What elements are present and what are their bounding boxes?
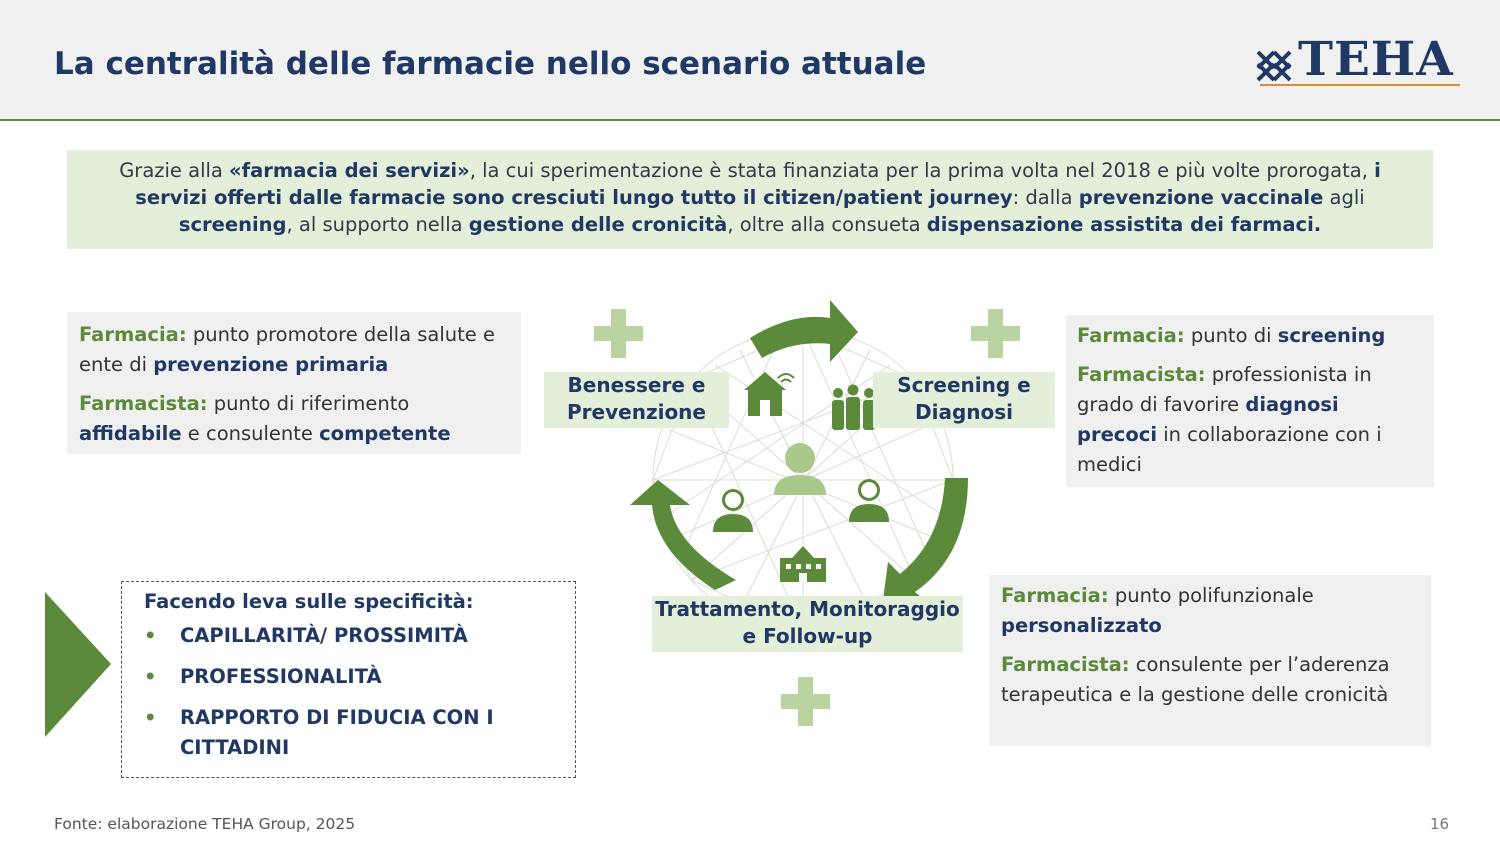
text-segment: in collaborazione con i medici <box>1077 423 1382 476</box>
text-segment: Farmacista: <box>1077 363 1206 386</box>
person-icon <box>774 443 826 495</box>
text-segment: professionista in grado di favorire <box>1077 363 1372 416</box>
intro-segment: i servizi offerti dalle farmacie sono cr… <box>135 159 1381 209</box>
text-segment: Farmacia: <box>1077 324 1185 347</box>
page-number: 16 <box>1430 815 1450 833</box>
screening-info-box: Farmacia: punto di screening Farmacista:… <box>1066 315 1434 487</box>
text-segment: screening <box>1277 324 1386 347</box>
text-segment: prevenzione primaria <box>153 353 389 376</box>
intro-segment: «farmacia dei servizi» <box>229 159 470 182</box>
logo-underline <box>1260 84 1460 86</box>
lever-item: •RAPPORTO DI FIDUCIA CON I CITTADINI <box>144 703 575 763</box>
intro-segment: : dalla <box>1012 186 1079 209</box>
stage-treatment-label: Trattamento, Monitoraggio e Follow-up <box>652 596 963 652</box>
doctor-icon <box>713 489 753 532</box>
text-segment: e consulente <box>181 422 320 445</box>
text-segment: personalizzato <box>1001 614 1162 637</box>
lever-item: •PROFESSIONALITÀ <box>144 662 575 692</box>
text-segment: diagnosi precoci <box>1077 393 1339 446</box>
text-segment: Farmacia: <box>1001 584 1109 607</box>
intro-segment: Grazie alla <box>119 159 230 182</box>
lever-item: •CAPILLARITÀ/ PROSSIMITÀ <box>144 621 575 651</box>
levers-title: Facendo leva sulle specificità: <box>144 590 474 613</box>
arrow-prevention-to-screening <box>750 300 858 362</box>
arrow-treatment-to-prevention <box>630 480 736 590</box>
intro-box: Grazie alla «farmacia dei servizi», la c… <box>67 150 1433 249</box>
intro-segment: , la cui sperimentazione è stata finanzi… <box>469 159 1375 182</box>
intro-segment: dispensazione assistita dei farmaci. <box>926 213 1322 236</box>
bullet-icon: • <box>144 706 157 729</box>
house-icon <box>744 372 795 416</box>
cross-icon <box>779 675 832 728</box>
header: La centralità delle farmacie nello scena… <box>0 0 1500 121</box>
pointer-triangle-icon <box>45 592 111 737</box>
prevention-pharmacy-text: Farmacia: punto promotore della salute e… <box>79 320 509 380</box>
arrow-screening-to-treatment <box>882 478 968 608</box>
text-segment: punto promotore della salute e ente di <box>79 323 495 376</box>
page-title: La centralità delle farmacie nello scena… <box>54 46 927 82</box>
family-icon <box>832 384 875 430</box>
intro-segment: , oltre alla consueta <box>727 213 927 236</box>
bullet-icon: • <box>144 624 157 647</box>
text-segment: punto di <box>1184 324 1278 347</box>
screening-pharmacy-text: Farmacia: punto di screening <box>1077 321 1423 351</box>
text-segment: punto di riferimento <box>207 392 410 415</box>
hospital-icon <box>780 546 826 582</box>
treatment-info-box: Farmacia: punto polifunzionale personali… <box>989 575 1431 746</box>
intro-segment: gestione delle cronicità <box>468 213 728 236</box>
intro-segment: agli <box>1323 186 1365 209</box>
stage-prevention-label: Benessere e Prevenzione <box>544 372 729 428</box>
text-segment: competente <box>319 422 451 445</box>
intro-segment: screening <box>178 213 287 236</box>
screening-pharmacist-text: Farmacista: professionista in grado di f… <box>1077 360 1423 480</box>
text-segment: Farmacista: <box>79 392 208 415</box>
intro-segment: prevenzione vaccinale <box>1078 186 1324 209</box>
teha-logo: TEHA <box>1252 32 1464 90</box>
cross-icon <box>969 307 1022 360</box>
patient-journey-diagram <box>592 300 1022 728</box>
stage-screening-label: Screening e Diagnosi <box>873 372 1055 428</box>
logo-text: TEHA <box>1298 32 1454 87</box>
teha-emblem-icon <box>1256 50 1292 82</box>
text-segment: Farmacia: <box>79 323 187 346</box>
text-segment: punto polifunzionale <box>1108 584 1314 607</box>
source-note: Fonte: elaborazione TEHA Group, 2025 <box>54 815 356 833</box>
treatment-pharmacist-text: Farmacista: consulente per l’aderenza te… <box>1001 650 1419 710</box>
levers-box: Facendo leva sulle specificità: •CAPILLA… <box>121 581 576 778</box>
prevention-info-box: Farmacia: punto promotore della salute e… <box>67 312 521 454</box>
text-segment: affidabile <box>79 422 182 445</box>
cross-icon <box>592 307 645 360</box>
prevention-pharmacist-text: Farmacista: punto di riferimento affidab… <box>79 389 509 449</box>
treatment-pharmacy-text: Farmacia: punto polifunzionale personali… <box>1001 581 1419 641</box>
text-segment: Farmacista: <box>1001 653 1130 676</box>
bullet-icon: • <box>144 665 157 688</box>
intro-segment: , al supporto nella <box>286 213 469 236</box>
text-segment: consulente per l’aderenza terapeutica e … <box>1001 653 1390 706</box>
doctor-icon <box>849 479 889 522</box>
levers-list: •CAPILLARITÀ/ PROSSIMITÀ •PROFESSIONALIT… <box>144 621 575 763</box>
